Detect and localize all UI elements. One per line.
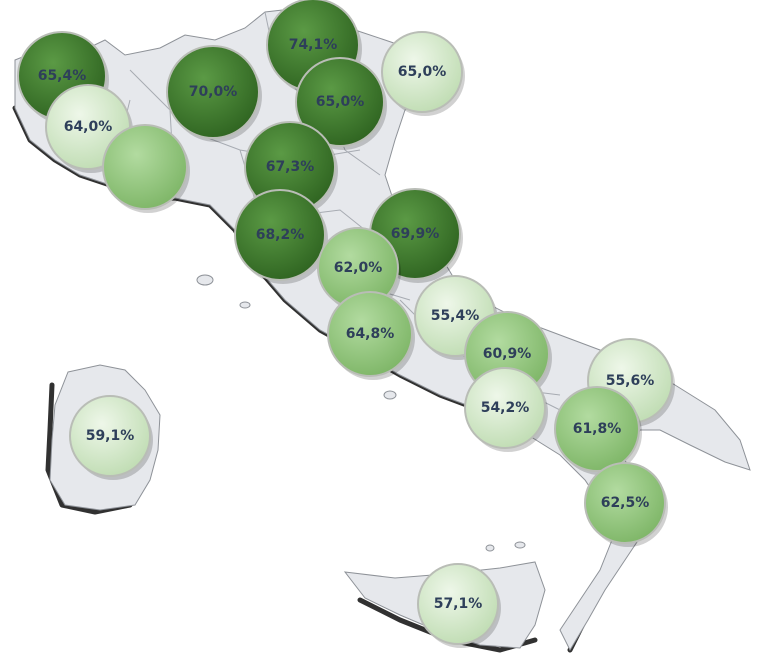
bubble-circle bbox=[464, 367, 546, 449]
aeolian-island bbox=[514, 541, 526, 549]
bubble-value-label: 59,1% bbox=[86, 428, 135, 444]
bubble-circle bbox=[102, 124, 188, 210]
bubble-circle bbox=[234, 189, 326, 281]
region-bubble-basilicata: 61,8% bbox=[554, 386, 642, 475]
region-bubble-sardegna: 59,1% bbox=[69, 395, 153, 480]
bubble-value-label: 64,8% bbox=[346, 326, 395, 342]
bubble-circle bbox=[327, 291, 413, 377]
bubble-circle bbox=[417, 563, 499, 645]
bubble-value-label: 64,0% bbox=[64, 119, 113, 135]
bubble-value-label: 62,5% bbox=[601, 495, 650, 511]
region-bubble-liguria bbox=[102, 124, 190, 213]
region-bubble-lombardia: 70,0% bbox=[166, 45, 262, 142]
region-bubble-calabria: 62,5% bbox=[584, 462, 668, 547]
small-island bbox=[239, 301, 251, 309]
region-bubble-campania: 54,2% bbox=[464, 367, 548, 452]
bubble-circle bbox=[166, 45, 260, 139]
region-bubble-sicilia: 57,1% bbox=[417, 563, 501, 648]
bubble-value-label: 74,1% bbox=[289, 37, 338, 53]
bubble-value-label: 67,3% bbox=[266, 159, 315, 175]
region-bubble-toscana: 68,2% bbox=[234, 189, 328, 284]
bubble-value-label: 65,0% bbox=[316, 94, 365, 110]
region-bubble-veneto: 65,0% bbox=[295, 57, 387, 150]
aeolian-island bbox=[485, 544, 495, 552]
bubble-value-label: 54,2% bbox=[481, 400, 530, 416]
bubble-circle bbox=[381, 31, 463, 113]
bubble-value-label: 57,1% bbox=[434, 596, 483, 612]
region-bubbles: 65,4% 70,0% 74,1% 65,0% 64,0% 65,0% 67,3% 68,2%… bbox=[17, 0, 675, 648]
bubble-circle bbox=[69, 395, 151, 477]
bubble-circle bbox=[584, 462, 666, 544]
bubble-value-label: 62,0% bbox=[334, 260, 383, 276]
bubble-value-label: 61,8% bbox=[573, 421, 622, 437]
small-island bbox=[383, 390, 397, 400]
bubble-value-label: 65,4% bbox=[38, 68, 87, 84]
region-bubble-friuli-venezia-giulia: 65,0% bbox=[381, 31, 465, 116]
bubble-value-label: 60,9% bbox=[483, 346, 532, 362]
bubble-value-label: 55,6% bbox=[606, 373, 655, 389]
bubble-value-label: 68,2% bbox=[256, 227, 305, 243]
bubble-circle bbox=[554, 386, 640, 472]
bubble-circle bbox=[295, 57, 385, 147]
bubble-value-label: 55,4% bbox=[431, 308, 480, 324]
bubble-value-label: 65,0% bbox=[398, 64, 447, 80]
elba-island bbox=[196, 274, 214, 286]
bubble-value-label: 70,0% bbox=[189, 84, 238, 100]
bubble-value-label: 69,9% bbox=[391, 226, 440, 242]
region-bubble-lazio: 64,8% bbox=[327, 291, 415, 380]
